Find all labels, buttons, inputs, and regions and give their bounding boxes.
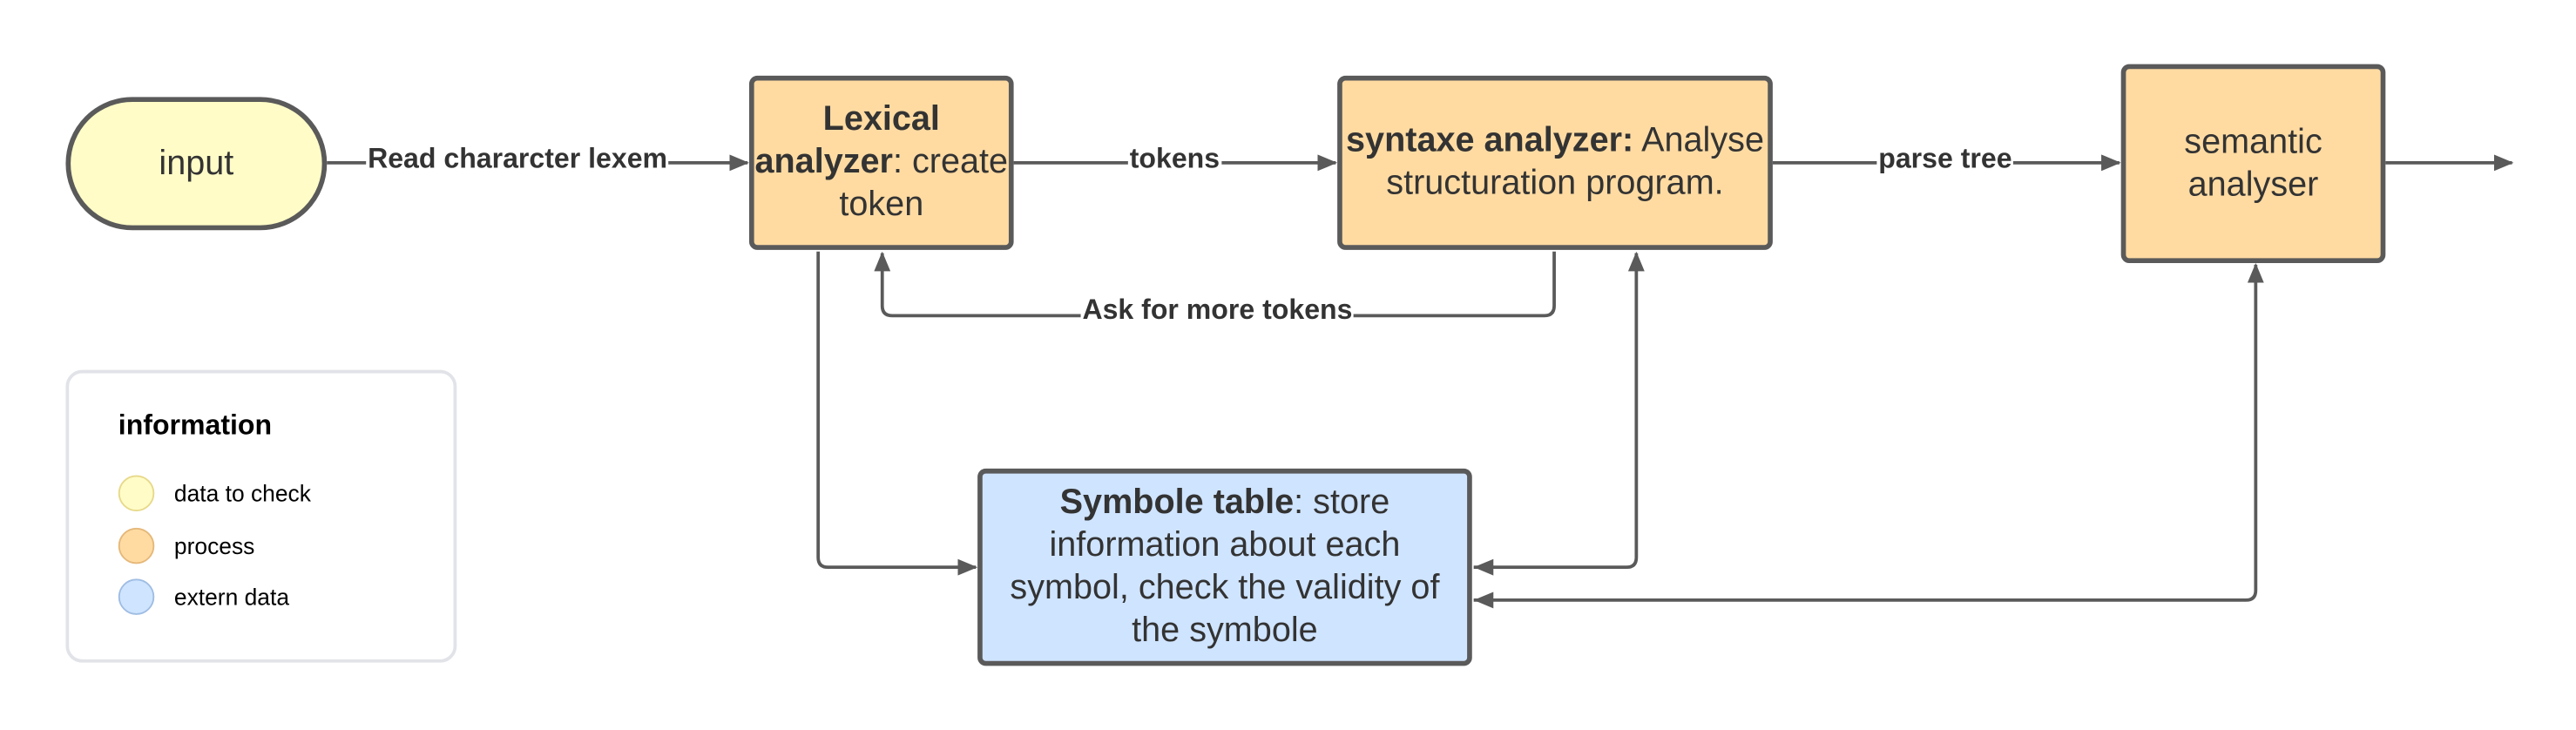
input-node-label: input <box>159 144 234 182</box>
edge-symbol-table-semantic <box>1473 262 2264 602</box>
semantic-analyser-node: semantic analyser <box>2120 64 2386 263</box>
legend: information data to check process extern… <box>65 369 457 663</box>
arrowhead-symbol-table-left-1 <box>1473 558 1494 576</box>
syntax-analyzer-title: syntaxe analyzer: <box>1346 121 1634 160</box>
legend-label: extern data <box>173 584 290 611</box>
legend-label: process <box>173 532 255 559</box>
legend-item-data-to-check: data to check <box>118 472 311 515</box>
lexical-analyzer-title: Lexical analyzer <box>754 100 940 181</box>
symbol-table-label: Symbole table: store information about e… <box>1005 482 1444 652</box>
lexical-analyzer-label: Lexical analyzer: create token <box>754 98 1009 226</box>
input-node: input <box>65 97 328 231</box>
legend-title: information <box>118 409 273 441</box>
edge-label-read: Read chararcter lexem <box>366 143 669 176</box>
symbol-table-desc: : store information about each symbol, c… <box>1010 483 1440 650</box>
legend-item-extern-data: extern data <box>118 576 289 618</box>
syntax-analyzer-label: syntaxe analyzer: Analyse structuration … <box>1342 120 1768 206</box>
lexical-analyzer-desc: : create token <box>839 143 1009 224</box>
syntax-analyzer-node: syntaxe analyzer: Analyse structuration … <box>1337 75 1773 250</box>
legend-swatch-yellow <box>118 475 155 511</box>
legend-item-process: process <box>118 524 255 567</box>
edge-symbol-table-syntax <box>1473 251 1645 570</box>
semantic-analyser-label: semantic analyser <box>2184 122 2322 204</box>
legend-label: data to check <box>173 480 311 507</box>
syntax-analyzer-desc: Analyse structuration program. <box>1386 121 1764 203</box>
legend-swatch-blue <box>118 578 155 615</box>
symbol-table-title: Symbole table <box>1059 483 1295 522</box>
arrowhead-symbol-table-left-2 <box>1473 591 1494 609</box>
lexical-analyzer-node: Lexical analyzer: create token <box>748 75 1014 250</box>
edge-label-parse-tree: parse tree <box>1876 143 2014 176</box>
symbol-table-node: Symbole table: store information about e… <box>977 468 1472 666</box>
edge-label-ask: Ask for more tokens <box>1080 294 1355 328</box>
edge-label-tokens: tokens <box>1127 143 1221 176</box>
edge-lexical-symbol-table <box>816 251 978 576</box>
legend-swatch-orange <box>118 527 155 564</box>
